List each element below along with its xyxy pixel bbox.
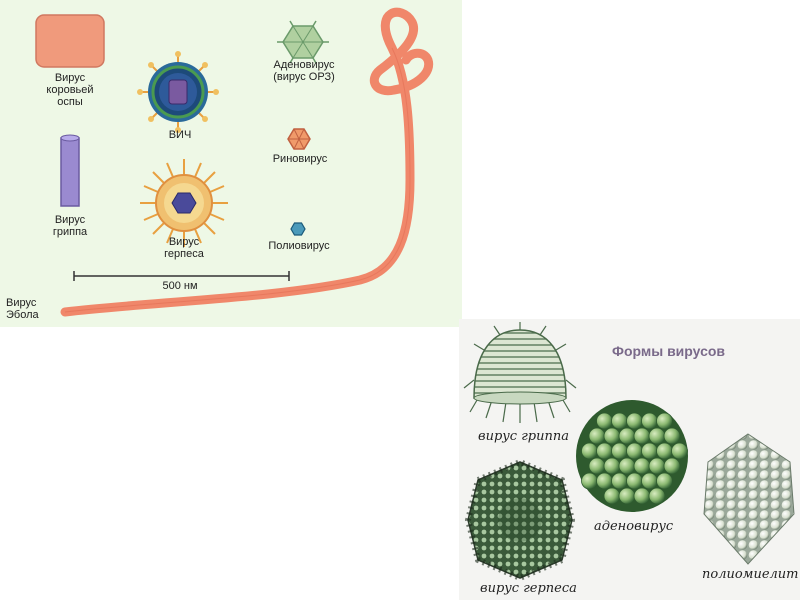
- capsomere: [612, 413, 628, 429]
- capsomere: [619, 428, 635, 444]
- form-label-polio: полиомиелит: [702, 567, 799, 582]
- forms-title: Формы вирусов: [612, 343, 725, 359]
- capsomere: [664, 458, 680, 474]
- capsomere: [657, 473, 673, 489]
- capsomere: [612, 473, 628, 489]
- influenza-form-shape: [464, 322, 576, 423]
- capsomere: [649, 458, 665, 474]
- capsomere: [582, 443, 598, 459]
- capsomere: [597, 443, 613, 459]
- capsomere: [657, 413, 673, 429]
- capsomere: [604, 428, 620, 444]
- capsomere: [589, 428, 605, 444]
- capsomere: [604, 458, 620, 474]
- polio-form-shape: [704, 434, 794, 564]
- capsomere: [597, 473, 613, 489]
- capsomere: [657, 443, 673, 459]
- capsomere: [634, 458, 650, 474]
- form-label-influenza: вирус гриппа: [478, 429, 569, 444]
- capsomere: [604, 488, 620, 504]
- capsomere: [634, 428, 650, 444]
- capsomere: [619, 488, 635, 504]
- capsomere: [642, 413, 658, 429]
- capsomere: [649, 488, 665, 504]
- herpes-form-shape: [468, 462, 572, 578]
- capsomere: [664, 428, 680, 444]
- capsomere: [619, 458, 635, 474]
- capsomere: [612, 443, 628, 459]
- capsomere: [642, 473, 658, 489]
- form-label-adenovirus: аденовирус: [594, 519, 673, 534]
- capsomere: [627, 413, 643, 429]
- capsomere: [597, 413, 613, 429]
- capsomere: [627, 443, 643, 459]
- capsomere: [582, 473, 598, 489]
- form-label-herpes: вирус герпеса: [480, 581, 577, 596]
- capsomere: [627, 473, 643, 489]
- capsomere: [642, 443, 658, 459]
- capsomere: [649, 428, 665, 444]
- capsomere: [634, 488, 650, 504]
- capsomere: [672, 443, 688, 459]
- capsomere: [589, 458, 605, 474]
